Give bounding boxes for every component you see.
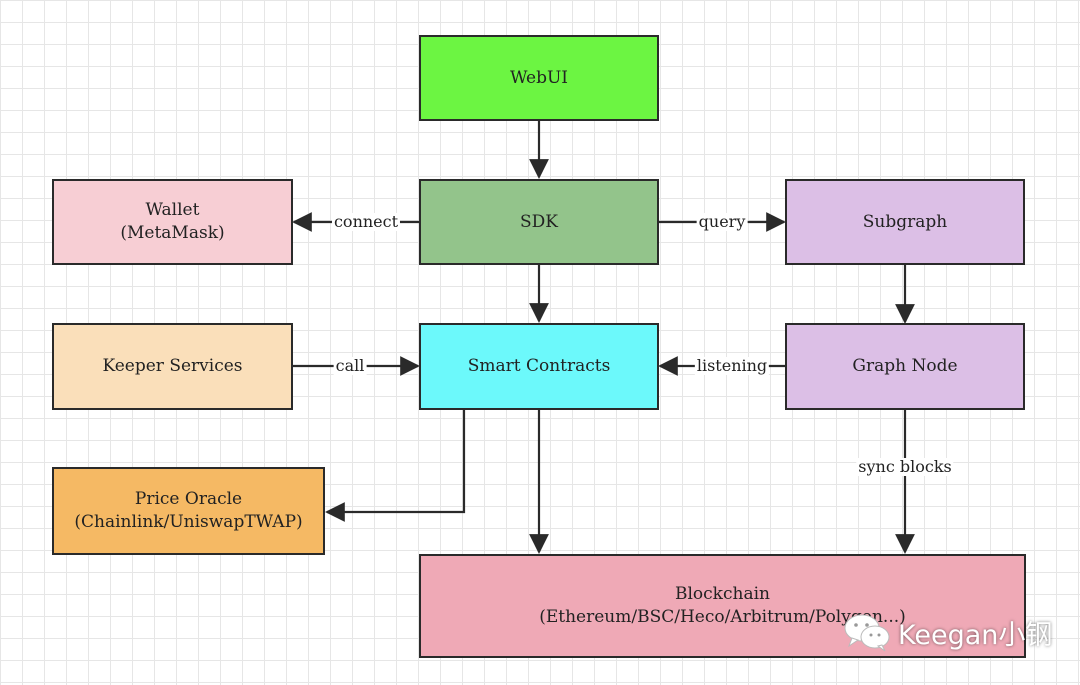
edge-label-listening: listening [694,356,770,375]
wechat-icon [844,614,890,652]
oracle-label-line: Price Oracle [134,489,243,509]
blockchain-label-line: (Ethereum/BSC/Heco/Arbitrum/Polygon...) [539,607,906,627]
oracle-label-line: (Chainlink/UniswapTWAP) [74,512,303,532]
node-sdk: SDK [419,179,659,265]
node-wallet: Wallet (MetaMask) [52,179,293,265]
graphnode-label-line: Graph Node [852,356,958,376]
webui-label-line: WebUI [509,67,569,88]
wallet-label-line: (MetaMask) [120,223,225,243]
subgraph-label-line: Subgraph [862,211,948,232]
node-graph-node: Graph Node [785,323,1025,410]
node-keeper-services: Keeper Services [52,323,293,410]
watermark: Keegan小钢 [842,612,1052,652]
edge-label-call: call [333,356,367,375]
node-price-oracle: Price Oracle (Chainlink/UniswapTWAP) [52,467,325,555]
node-blockchain: Blockchain (Ethereum/BSC/Heco/Arbitrum/Po… [419,554,1026,658]
blockchain-label-line: Blockchain [675,584,770,604]
sdk-label-line: SDK [520,211,558,232]
wallet-label-line: Wallet [145,200,200,220]
edge-label-sync-blocks: sync blocks [856,457,954,476]
node-smart-contracts: Smart Contracts [419,323,659,410]
watermark-text: Keegan小钢 [898,619,1053,651]
node-webui: WebUI [419,35,659,121]
edge-label-connect: connect [331,212,401,231]
edge-label-query: query [696,212,748,231]
keeper-label-line: Keeper Services [102,356,243,376]
node-subgraph: Subgraph [785,179,1025,265]
contracts-label-line: Smart Contracts [467,356,611,376]
edge-contracts-oracle [325,409,466,522]
